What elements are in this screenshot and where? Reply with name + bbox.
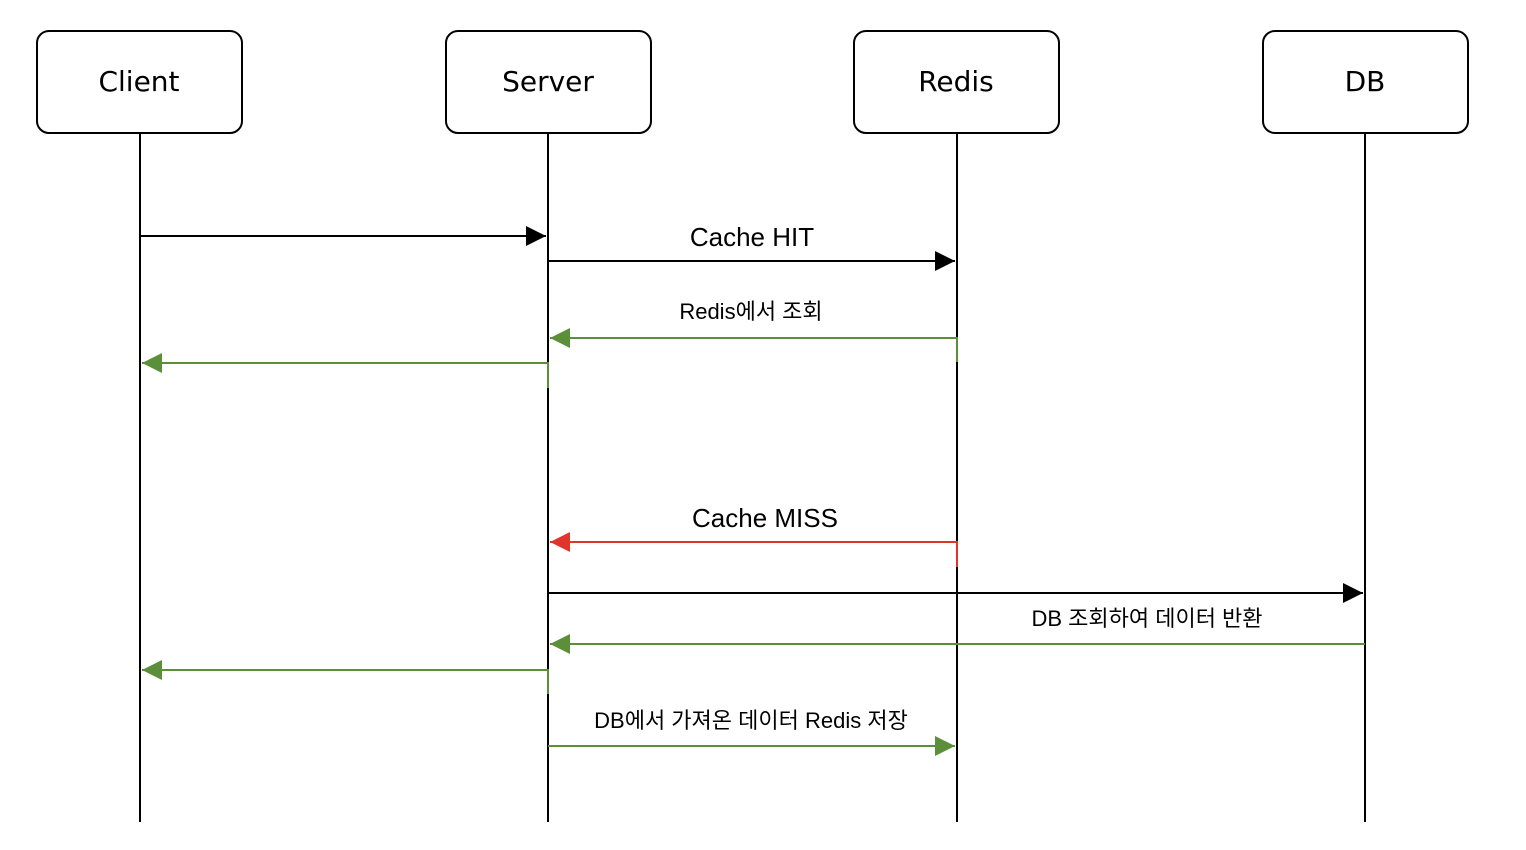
message-redis-store-label: DB에서 가져온 데이터 Redis 저장: [594, 708, 908, 733]
actor-server-label: Server: [502, 65, 594, 98]
actor-server: Server: [445, 30, 652, 134]
message-redis-store: DB에서 가져온 데이터 Redis 저장: [548, 708, 955, 756]
message-hit-response: [142, 353, 549, 388]
actor-redis-label: Redis: [918, 65, 994, 98]
message-redis-lookup: Redis에서 조회: [550, 299, 958, 362]
message-db-return: DB 조회하여 데이터 반환: [550, 606, 1365, 654]
actor-db-label: DB: [1345, 65, 1386, 98]
message-hit-response-arrow: [142, 353, 549, 388]
message-cache-hit: Cache HIT: [548, 222, 955, 271]
actor-client-label: Client: [98, 65, 179, 98]
actor-db: DB: [1262, 30, 1469, 134]
message-cache-hit-label: Cache HIT: [690, 222, 814, 252]
message-cache-miss-label: Cache MISS: [692, 503, 838, 533]
message-redis-lookup-arrow: [550, 328, 958, 362]
actor-client: Client: [36, 30, 243, 134]
message-miss-response: [142, 660, 549, 694]
message-cache-miss-arrow: [550, 532, 958, 567]
message-redis-lookup-label: Redis에서 조회: [679, 299, 822, 324]
message-db-return-label: DB 조회하여 데이터 반환: [1031, 606, 1262, 631]
message-miss-response-arrow: [142, 660, 549, 694]
actor-redis: Redis: [853, 30, 1060, 134]
message-cache-miss: Cache MISS: [550, 503, 958, 567]
